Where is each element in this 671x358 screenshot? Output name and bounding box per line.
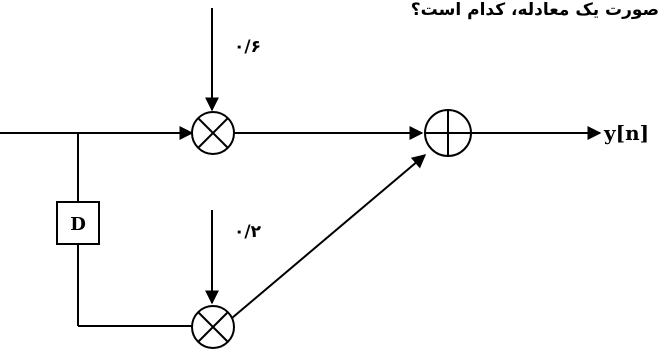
bottom-multiplier [191,305,235,349]
bottom-multiplier-to-adder-line [231,154,427,319]
bottom-coefficient-label: ۰/۲ [234,222,262,242]
adder-node [424,109,472,157]
top-multiplier [191,111,235,155]
question-caption: صورت یک معادله، کدام است؟ [410,0,659,20]
delay-block [56,201,100,245]
delay-block-label: D [70,214,86,235]
output-label: y[n] [603,121,649,145]
top-coefficient-label: ۰/۶ [234,37,261,57]
